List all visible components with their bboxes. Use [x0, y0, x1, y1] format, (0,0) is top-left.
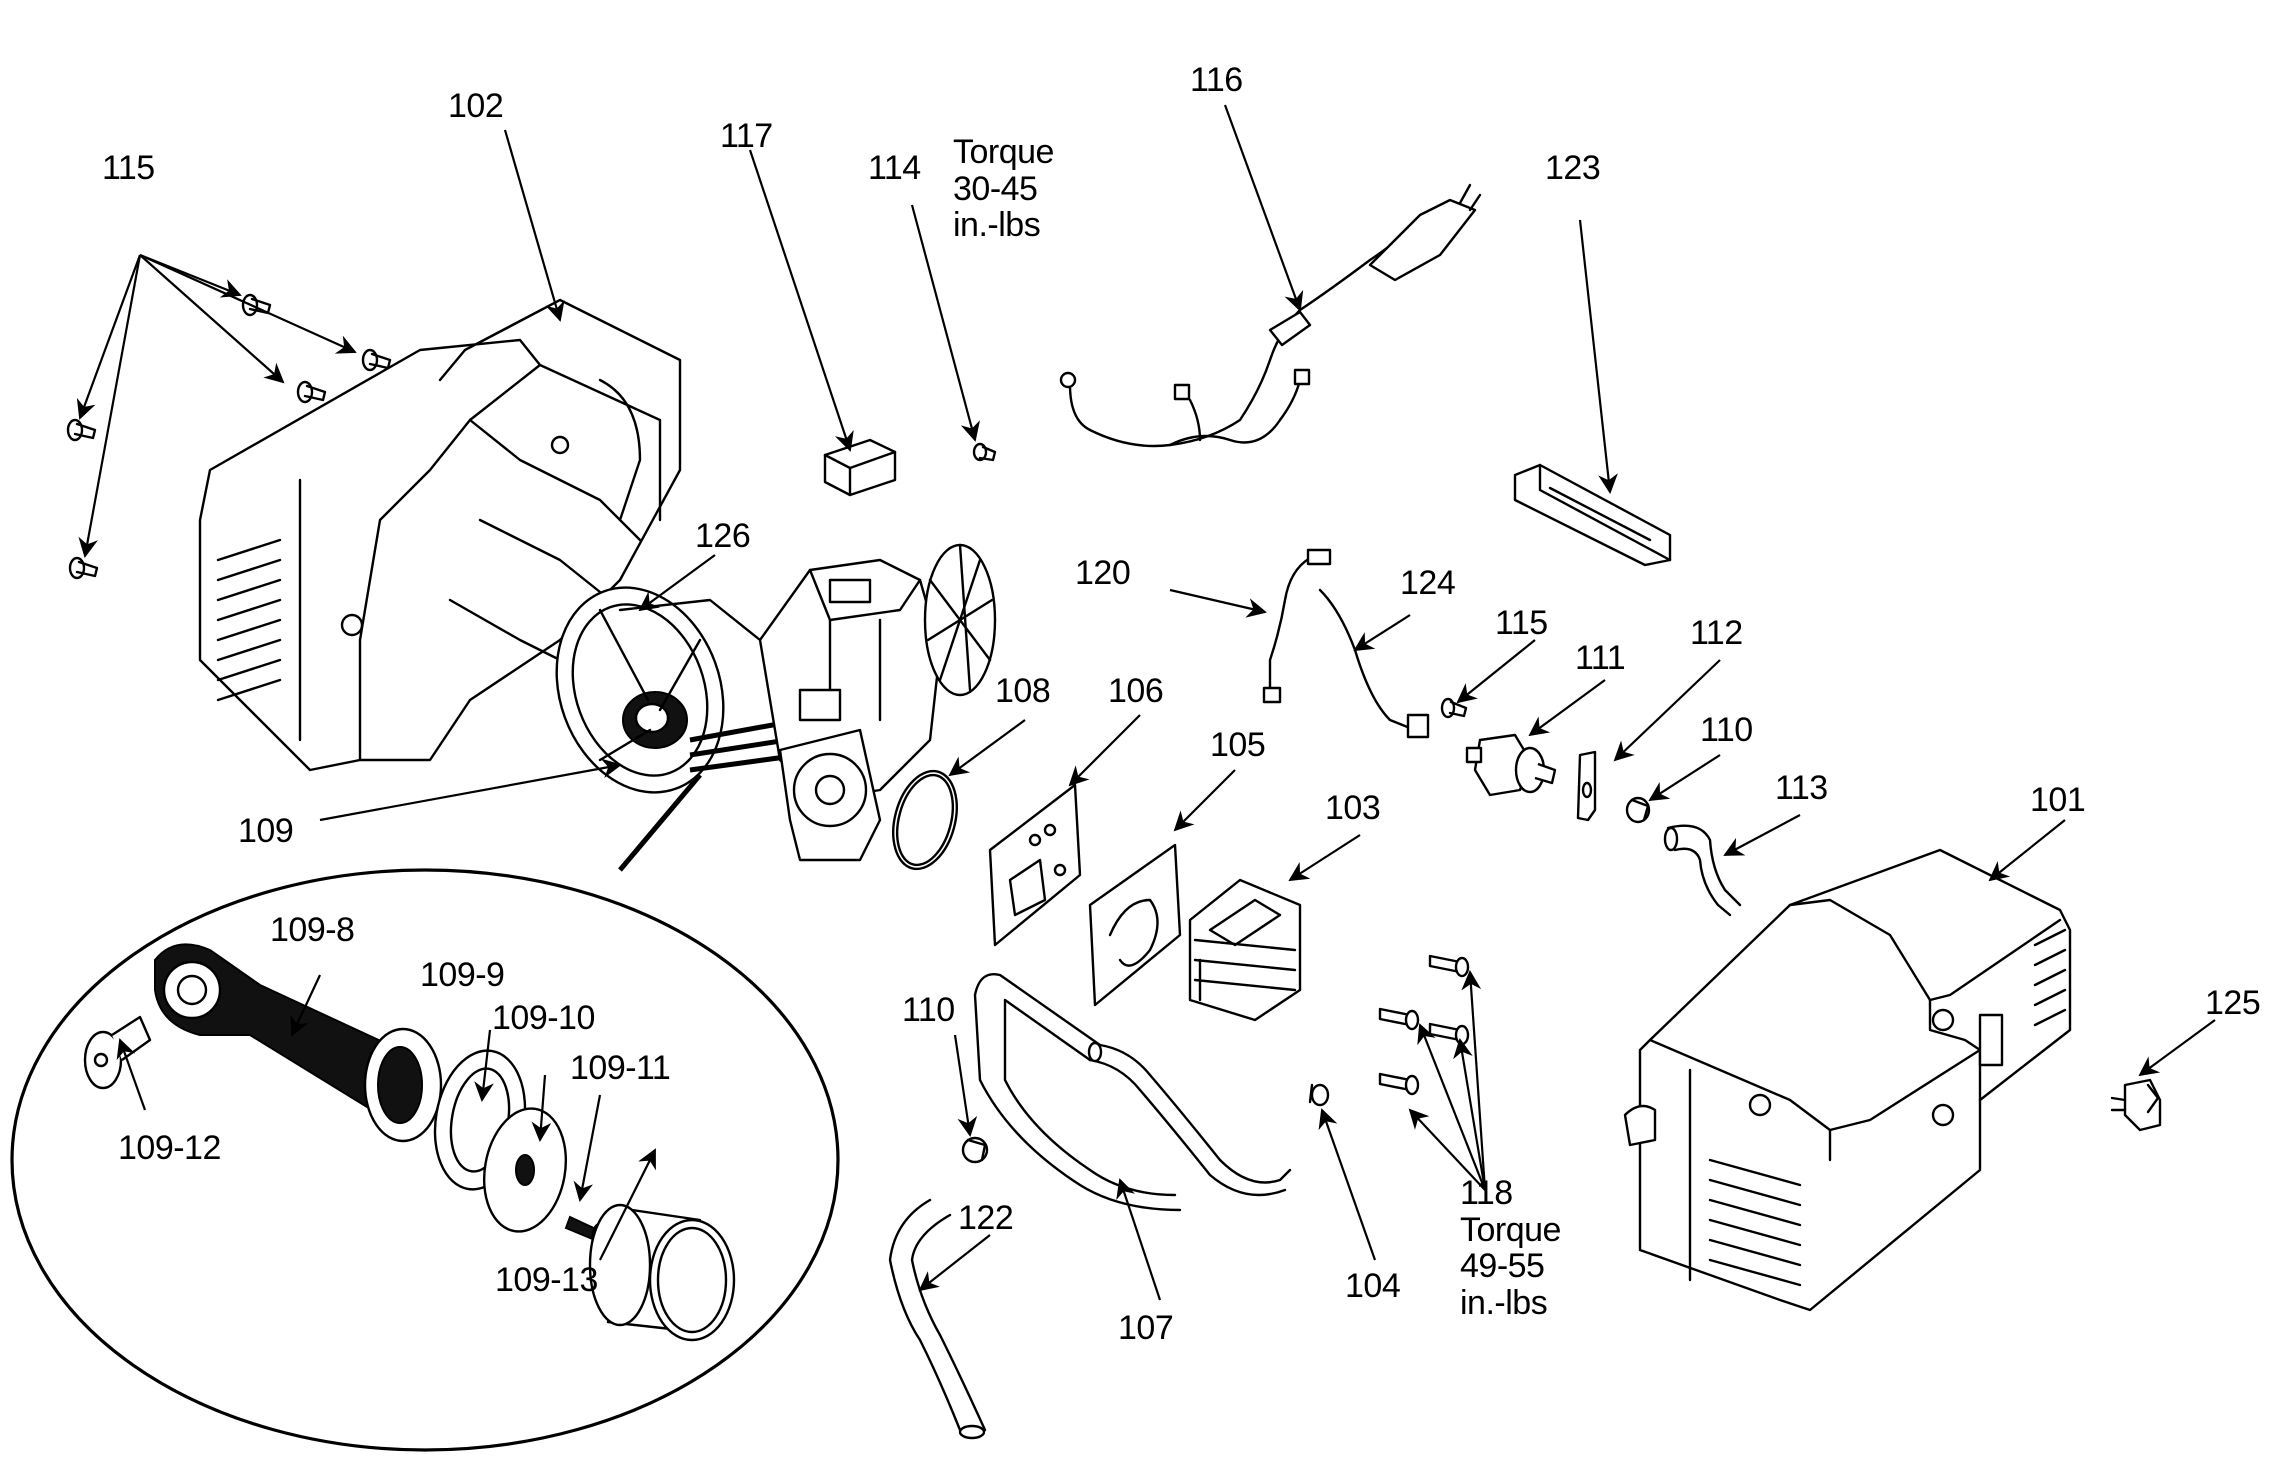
callout-torque-114: Torque 30-45 in.-lbs	[953, 133, 1054, 245]
callout-110-bottom: 110	[902, 991, 955, 1029]
vent-slots-side	[2033, 928, 2067, 1027]
callout-109-13: 109-13	[495, 1261, 598, 1299]
screw-115-right	[1440, 697, 1468, 719]
callout-109-10: 109-10	[492, 999, 595, 1037]
hose-122	[888, 1198, 987, 1440]
callout-123: 123	[1545, 149, 1601, 187]
callout-106: 106	[1108, 672, 1164, 710]
motor-pump-assembly-126	[555, 543, 997, 862]
valve-plate-106	[988, 783, 1082, 947]
callout-109-12: 109-12	[118, 1129, 221, 1167]
callout-114: 114	[868, 149, 921, 187]
callout-115-left: 115	[102, 149, 155, 187]
cylinder-head-103	[1188, 878, 1302, 1022]
screw-114	[972, 442, 997, 462]
bolt-109-12	[83, 1015, 152, 1090]
callout-113: 113	[1775, 769, 1828, 807]
motor-shroud-101	[1623, 848, 2072, 1312]
vent-slots-shroud	[1708, 1158, 1802, 1287]
callout-103: 103	[1325, 789, 1381, 827]
cylinder-sleeve-109-13	[588, 1203, 736, 1342]
callout-124: 124	[1400, 564, 1456, 602]
callout-110-top: 110	[1700, 711, 1753, 749]
callout-125: 125	[2205, 984, 2261, 1022]
leader-lines	[76, 104, 2216, 1301]
callout-108: 108	[995, 672, 1051, 710]
callout-115-right: 115	[1495, 604, 1548, 642]
callout-111: 111	[1575, 639, 1626, 677]
head-gasket-105	[1088, 843, 1182, 1007]
wire-120	[1262, 548, 1332, 704]
pad-117	[823, 438, 897, 497]
rocker-switch-125	[2110, 1078, 2162, 1132]
callout-105: 105	[1210, 726, 1266, 764]
callout-126: 126	[695, 517, 751, 555]
bracket-112	[1576, 750, 1597, 822]
outlet-tube-107	[973, 973, 1292, 1212]
callout-102: 102	[448, 87, 504, 125]
connecting-rod-109-8	[154, 943, 443, 1143]
hose-113	[1663, 824, 1742, 917]
callout-107: 107	[1118, 1309, 1174, 1347]
hose-clamp-110-lower	[961, 1136, 989, 1164]
callout-118-torque: 118 Torque 49-55 in.-lbs	[1460, 1174, 1561, 1323]
bolts-118	[1378, 954, 1470, 1096]
pressure-switch-111	[1465, 733, 1557, 797]
handle-grip-123	[1513, 463, 1672, 567]
hose-clamp-110	[1625, 796, 1651, 824]
inset-connector-line	[618, 773, 702, 872]
wire-124	[1318, 588, 1430, 739]
callout-109-9: 109-9	[420, 956, 505, 994]
inset-detail-ellipse	[10, 868, 840, 1452]
vent-slots	[216, 538, 282, 702]
callout-117: 117	[720, 117, 773, 155]
callout-116: 116	[1190, 61, 1243, 99]
callout-120: 120	[1075, 554, 1131, 592]
callout-109: 109	[238, 812, 294, 850]
callout-122: 122	[958, 1199, 1014, 1237]
o-ring-108	[892, 769, 958, 871]
callout-104: 104	[1345, 1267, 1401, 1305]
power-cord-116	[1059, 183, 1482, 448]
cooling-fan	[923, 543, 997, 697]
callout-109-8: 109-8	[270, 911, 355, 949]
clip-104	[1308, 1083, 1330, 1107]
callout-109-11: 109-11	[570, 1049, 671, 1087]
belt-guard-housing-102	[198, 298, 682, 772]
callout-112: 112	[1690, 614, 1743, 652]
callout-101: 101	[2030, 781, 2086, 819]
